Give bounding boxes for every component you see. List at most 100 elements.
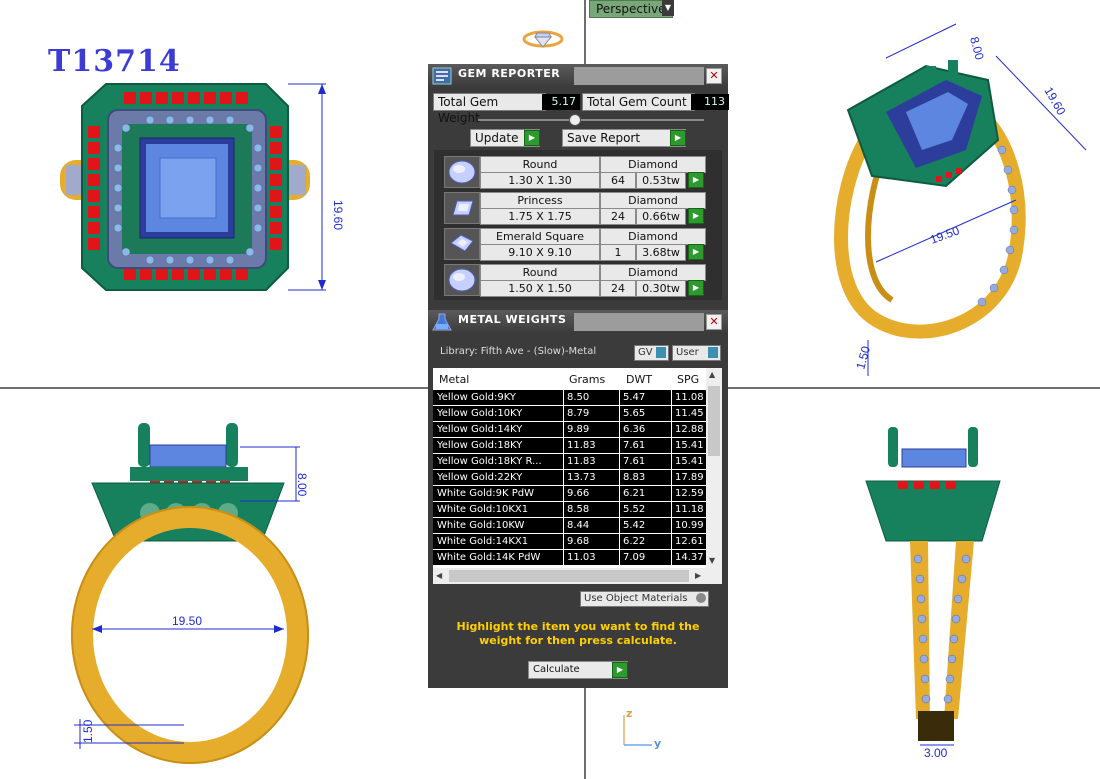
cell-separator	[671, 454, 672, 469]
close-icon[interactable]: ✕	[706, 68, 722, 84]
use-object-materials-toggle[interactable]: Use Object Materials	[580, 591, 709, 607]
save-report-button[interactable]: Save Report	[562, 129, 686, 147]
save-report-play-icon[interactable]: ▶	[670, 130, 686, 146]
metal-name: White Gold:14KX1	[437, 536, 529, 547]
axis-y-label: y	[654, 737, 661, 750]
cell-separator	[619, 534, 620, 549]
spg-value: 11.18	[675, 504, 704, 515]
update-button[interactable]: Update	[470, 129, 540, 147]
gem-weight: 0.30tw	[636, 280, 686, 297]
gem-row-round-large[interactable]: Round 1.50 X 1.50 Diamond 24 0.30tw ▶	[442, 262, 706, 297]
flask-icon	[432, 313, 452, 331]
metal-name: White Gold:10KX1	[437, 504, 529, 515]
scroll-thumb[interactable]	[708, 386, 720, 456]
total-gem-weight-value: 5.17	[542, 94, 580, 110]
scroll-left-icon[interactable]: ◀	[436, 571, 443, 580]
hscroll-thumb[interactable]	[449, 570, 689, 582]
spg-value: 12.59	[675, 488, 704, 499]
metal-weights-titlebar[interactable]: METAL WEIGHTS ✕	[428, 310, 728, 334]
spg-value: 11.45	[675, 408, 704, 419]
cell-separator	[619, 454, 620, 469]
cell-separator	[671, 486, 672, 501]
calculate-button[interactable]: Calculate	[528, 661, 628, 679]
calculate-hint: Highlight the item you want to find the …	[456, 620, 700, 647]
scroll-up-icon[interactable]: ▲	[709, 370, 716, 379]
col-spg[interactable]: SPG	[677, 373, 700, 386]
axis-z-label: z	[626, 707, 632, 720]
grams-value: 13.73	[567, 472, 596, 483]
cell-separator	[671, 422, 672, 437]
use-object-materials-label: Use Object Materials	[584, 593, 688, 604]
scroll-down-icon[interactable]: ▼	[709, 556, 716, 565]
col-metal[interactable]: Metal	[439, 373, 470, 386]
metal-table-vscroll[interactable]: ▲ ▼	[706, 368, 722, 568]
gem-shape: Round	[480, 156, 600, 173]
dwt-value: 5.42	[623, 520, 646, 531]
dwt-value: 6.22	[623, 536, 646, 547]
dwt-value: 5.65	[623, 408, 646, 419]
gem-reporter-titlebar[interactable]: GEM REPORTER ✕	[428, 64, 728, 88]
grams-value: 9.68	[567, 536, 590, 547]
gem-count: 64	[600, 172, 636, 189]
gem-slider-track[interactable]	[478, 119, 704, 121]
total-gem-weight-label: Total Gem Weight	[433, 93, 546, 125]
gem-row-play-icon[interactable]: ▶	[688, 172, 704, 188]
col-dwt[interactable]: DWT	[626, 373, 653, 386]
dwt-value: 5.47	[623, 392, 646, 403]
scroll-right-icon[interactable]: ▶	[695, 571, 702, 580]
cell-separator	[563, 534, 564, 549]
col-grams[interactable]: Grams	[569, 373, 606, 386]
dim-top-view-height: 19.60	[331, 200, 345, 230]
spg-value: 15.41	[675, 456, 704, 467]
dwt-value: 6.21	[623, 488, 646, 499]
gv-indicator-icon	[656, 347, 666, 358]
close-icon[interactable]: ✕	[706, 314, 722, 330]
gem-row-play-icon[interactable]: ▶	[688, 208, 704, 224]
cell-separator	[563, 390, 564, 405]
spg-value: 17.89	[675, 472, 704, 483]
perspective-view-button[interactable]: Perspective	[589, 0, 673, 18]
cell-separator	[563, 406, 564, 421]
gem-slider-handle[interactable]	[569, 114, 581, 126]
grams-value: 11.83	[567, 440, 596, 451]
update-play-icon[interactable]: ▶	[524, 130, 540, 146]
gem-row-play-icon[interactable]: ▶	[688, 244, 704, 260]
cell-separator	[563, 518, 564, 533]
metal-table-hscroll[interactable]: ◀ ▶	[433, 568, 722, 584]
gem-row-round[interactable]: Round 1.30 X 1.30 Diamond 64 0.53tw ▶	[442, 154, 706, 189]
gem-row-emerald-square[interactable]: Emerald Square 9.10 X 9.10 Diamond 1 3.6…	[442, 226, 706, 261]
perspective-dropdown-icon[interactable]: ▼	[662, 0, 674, 16]
gem-row-play-icon[interactable]: ▶	[688, 280, 704, 296]
cell-separator	[563, 438, 564, 453]
cell-separator	[619, 486, 620, 501]
dwt-value: 7.61	[623, 456, 646, 467]
gem-row-princess[interactable]: Princess 1.75 X 1.75 Diamond 24 0.66tw ▶	[442, 190, 706, 225]
gv-toggle[interactable]: GV	[634, 345, 669, 361]
report-icon	[432, 67, 452, 85]
gem-size: 1.50 X 1.50	[480, 280, 600, 297]
user-indicator-icon	[708, 347, 718, 358]
dwt-value: 7.61	[623, 440, 646, 451]
gem-reporter-title-fill	[574, 67, 704, 85]
calculate-play-icon[interactable]: ▶	[612, 662, 628, 678]
cell-separator	[671, 406, 672, 421]
gem-weight: 0.53tw	[636, 172, 686, 189]
grams-value: 9.89	[567, 424, 590, 435]
gem-weight: 0.66tw	[636, 208, 686, 225]
gem-reporter-title: GEM REPORTER	[458, 67, 561, 80]
dim-perspective-diagonal: 19.60	[1041, 85, 1068, 118]
gem-shape: Emerald Square	[480, 228, 600, 245]
total-gem-count-label: Total Gem Count	[582, 93, 695, 111]
user-toggle[interactable]: User	[672, 345, 721, 361]
